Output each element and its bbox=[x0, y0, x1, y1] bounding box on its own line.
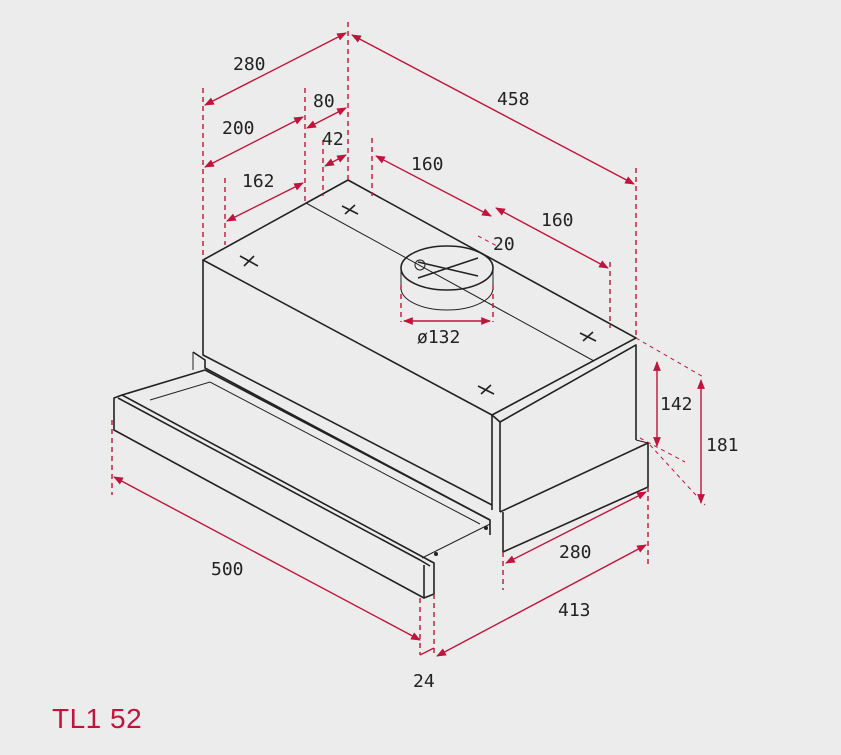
dim-label-142: 142 bbox=[660, 394, 693, 415]
dim-label-280-bottom: 280 bbox=[559, 542, 592, 563]
exhaust-collar bbox=[400, 245, 494, 311]
front-face bbox=[202, 260, 493, 506]
dim-label-24: 24 bbox=[413, 671, 435, 692]
dimension-lines bbox=[113, 32, 705, 657]
dim-label-132: ø132 bbox=[417, 327, 460, 348]
dimension-labels: 280 80 458 200 42 160 162 160 20 ø132 14… bbox=[211, 54, 739, 692]
mounting-marks bbox=[239, 204, 597, 395]
dim-label-162: 162 bbox=[242, 171, 275, 192]
hood-body bbox=[192, 179, 649, 553]
dim-label-160-a: 160 bbox=[411, 154, 444, 175]
dim-label-413: 413 bbox=[558, 600, 591, 621]
dim-label-80: 80 bbox=[313, 91, 335, 112]
dim-label-42: 42 bbox=[322, 129, 344, 150]
dim-label-200: 200 bbox=[222, 118, 255, 139]
dim-label-500: 500 bbox=[211, 559, 244, 580]
side-face bbox=[491, 344, 637, 440]
dim-label-458: 458 bbox=[497, 89, 530, 110]
extension-lines bbox=[111, 22, 706, 655]
base-strip bbox=[499, 442, 649, 553]
dim-label-160-b: 160 bbox=[541, 210, 574, 231]
dim-label-280-top: 280 bbox=[233, 54, 266, 75]
model-name: TL1 52 bbox=[52, 703, 143, 734]
pull-out-visor bbox=[113, 369, 491, 599]
dim-label-181: 181 bbox=[706, 435, 739, 456]
dim-label-20: 20 bbox=[493, 234, 515, 255]
visor-front bbox=[113, 394, 435, 599]
